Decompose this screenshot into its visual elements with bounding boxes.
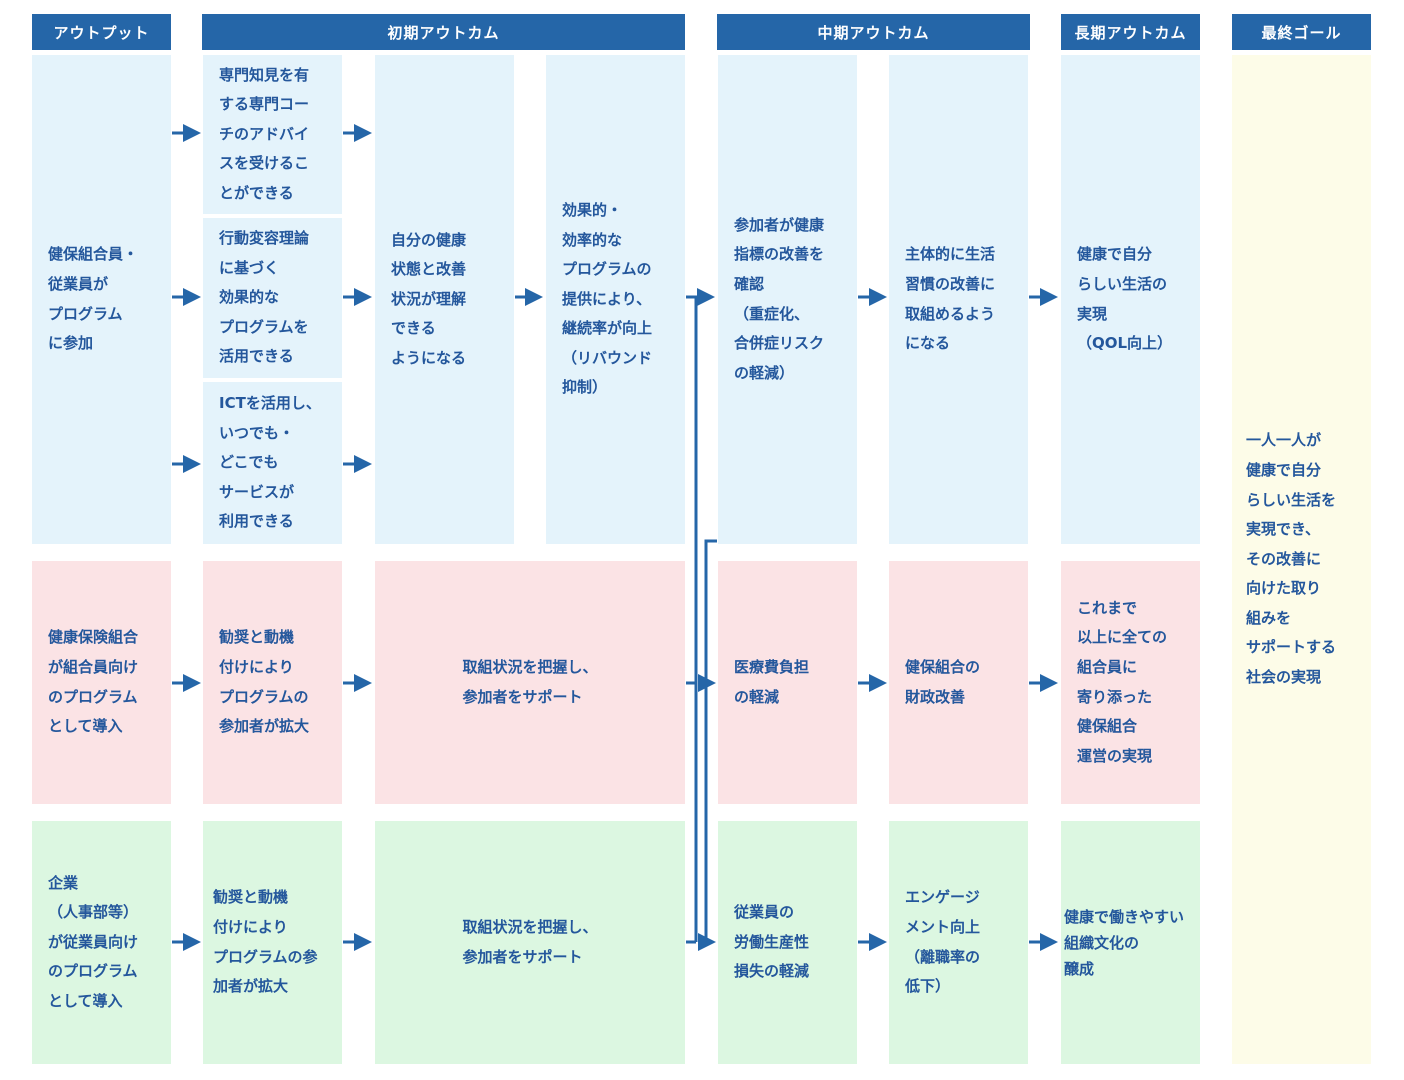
green-middle-b-box: エンゲージ メント向上 （離職率の 低下） (889, 821, 1028, 1064)
pink-middle-b-box: 健保組合の 財政改善 (889, 561, 1028, 804)
blue-middle-a-box: 参加者が健康 指標の改善を 確認 （重症化、 合併症リスク の軽減） (718, 55, 857, 544)
header-final-goal: 最終ゴール (1232, 14, 1371, 50)
pink-long-box: これまで 以上に全ての 組合員に 寄り添った 健保組合 運営の実現 (1061, 561, 1200, 804)
green-long-box: 健康で働きやすい 組織文化の 醸成 (1061, 821, 1200, 1064)
header-long-outcome: 長期アウトカム (1061, 14, 1200, 50)
header-output: アウトプット (32, 14, 171, 50)
connector-bus-left (686, 297, 698, 944)
green-output-box: 企業 （人事部等） が従業員向け のプログラム として導入 (32, 821, 171, 1064)
blue-initial-a2-box: 行動変容理論 に基づく 効果的な プログラムを 活用できる (203, 218, 342, 378)
blue-long-box: 健康で自分 らしい生活の 実現 （QOL向上） (1061, 55, 1200, 544)
green-initial-b-box: 取組状況を把握し、 参加者をサポート (375, 821, 685, 1064)
pink-initial-b-box: 取組状況を把握し、 参加者をサポート (375, 561, 685, 804)
blue-middle-b-box: 主体的に生活 習慣の改善に 取組めるよう になる (889, 55, 1028, 544)
header-initial-outcome: 初期アウトカム (202, 14, 685, 50)
connector-bus-right (704, 539, 717, 942)
blue-initial-c-box: 効果的・ 効率的な プログラムの 提供により、 継続率が向上 （リバウンド 抑制… (546, 55, 685, 544)
green-initial-a-box: 勧奨と動機 付けにより プログラムの参 加者が拡大 (203, 821, 342, 1064)
blue-initial-a3-box: ICTを活用し、 いつでも・ どこでも サービスが 利用できる (203, 382, 342, 544)
blue-initial-a1-box: 専門知見を有 する専門コー チのアドバイ スを受けるこ とができる (203, 55, 342, 214)
blue-output-box: 健保組合員・ 従業員が プログラム に参加 (32, 55, 171, 544)
pink-output-box: 健康保険組合 が組合員向け のプログラム として導入 (32, 561, 171, 804)
header-middle-outcome: 中期アウトカム (717, 14, 1030, 50)
final-goal-box: 一人一人が 健康で自分 らしい生活を 実現でき、 その改善に 向けた取り 組みを… (1232, 55, 1371, 1064)
pink-middle-a-box: 医療費負担 の軽減 (718, 561, 857, 804)
blue-initial-b-box: 自分の健康 状態と改善 状況が理解 できる ようになる (375, 55, 514, 544)
pink-initial-a-box: 勧奨と動機 付けにより プログラムの 参加者が拡大 (203, 561, 342, 804)
green-middle-a-box: 従業員の 労働生産性 損失の軽減 (718, 821, 857, 1064)
